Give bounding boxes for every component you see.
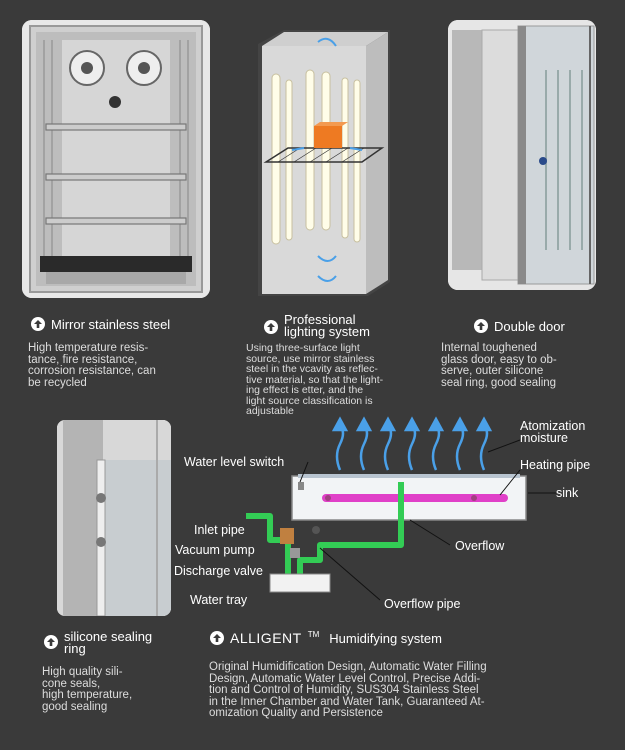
label-overflow-pipe: Overflow pipe bbox=[384, 597, 461, 611]
double-door-image bbox=[448, 20, 596, 290]
double-door-description: Internal toughened glass door, easy to o… bbox=[441, 342, 557, 389]
lighting-system-description: Using three-surface light source, use mi… bbox=[246, 342, 384, 417]
arrow-up-circle-icon bbox=[44, 635, 58, 649]
arrow-up-circle-icon bbox=[31, 317, 45, 331]
silicone-seal-image bbox=[57, 420, 171, 616]
humidifying-description: Original Humidification Design, Automati… bbox=[209, 661, 487, 719]
label-sink: sink bbox=[556, 486, 579, 500]
label-vacuum-pump: Vacuum pump bbox=[175, 543, 255, 557]
arrow-up-circle-icon bbox=[264, 320, 278, 334]
lighting-system-title: Professional lighting system bbox=[264, 313, 370, 338]
silicone-seal-description: High quality sili- cone seals, high temp… bbox=[42, 666, 133, 713]
lighting-system-image bbox=[258, 30, 394, 298]
label-heating-pipe: Heating pipe bbox=[520, 458, 591, 472]
mirror-steel-image bbox=[22, 20, 210, 298]
humidifying-title-text: Humidifying system bbox=[329, 631, 442, 646]
label-atomization-moisture: Atomization moisture bbox=[520, 419, 586, 445]
label-inlet-pipe: Inlet pipe bbox=[194, 523, 245, 537]
silicone-seal-title: silicone sealing ring bbox=[44, 630, 152, 655]
arrow-up-circle-icon bbox=[474, 319, 488, 333]
label-discharge-valve: Discharge valve bbox=[174, 564, 263, 578]
mirror-steel-title: Mirror stainless steel bbox=[31, 317, 170, 331]
label-overflow: Overflow bbox=[455, 539, 505, 553]
double-door-title: Double door bbox=[474, 319, 565, 333]
trademark: TM bbox=[307, 630, 320, 639]
label-water-tray: Water tray bbox=[190, 593, 248, 607]
label-water-level-switch: Water level switch bbox=[184, 455, 285, 469]
mirror-steel-description: High temperature resis- tance, fire resi… bbox=[28, 342, 156, 389]
arrow-up-circle-icon bbox=[210, 631, 224, 645]
brand-name: ALLIGENT bbox=[230, 630, 302, 646]
humidifying-title: ALLIGENT TM Humidifying system bbox=[210, 630, 442, 646]
